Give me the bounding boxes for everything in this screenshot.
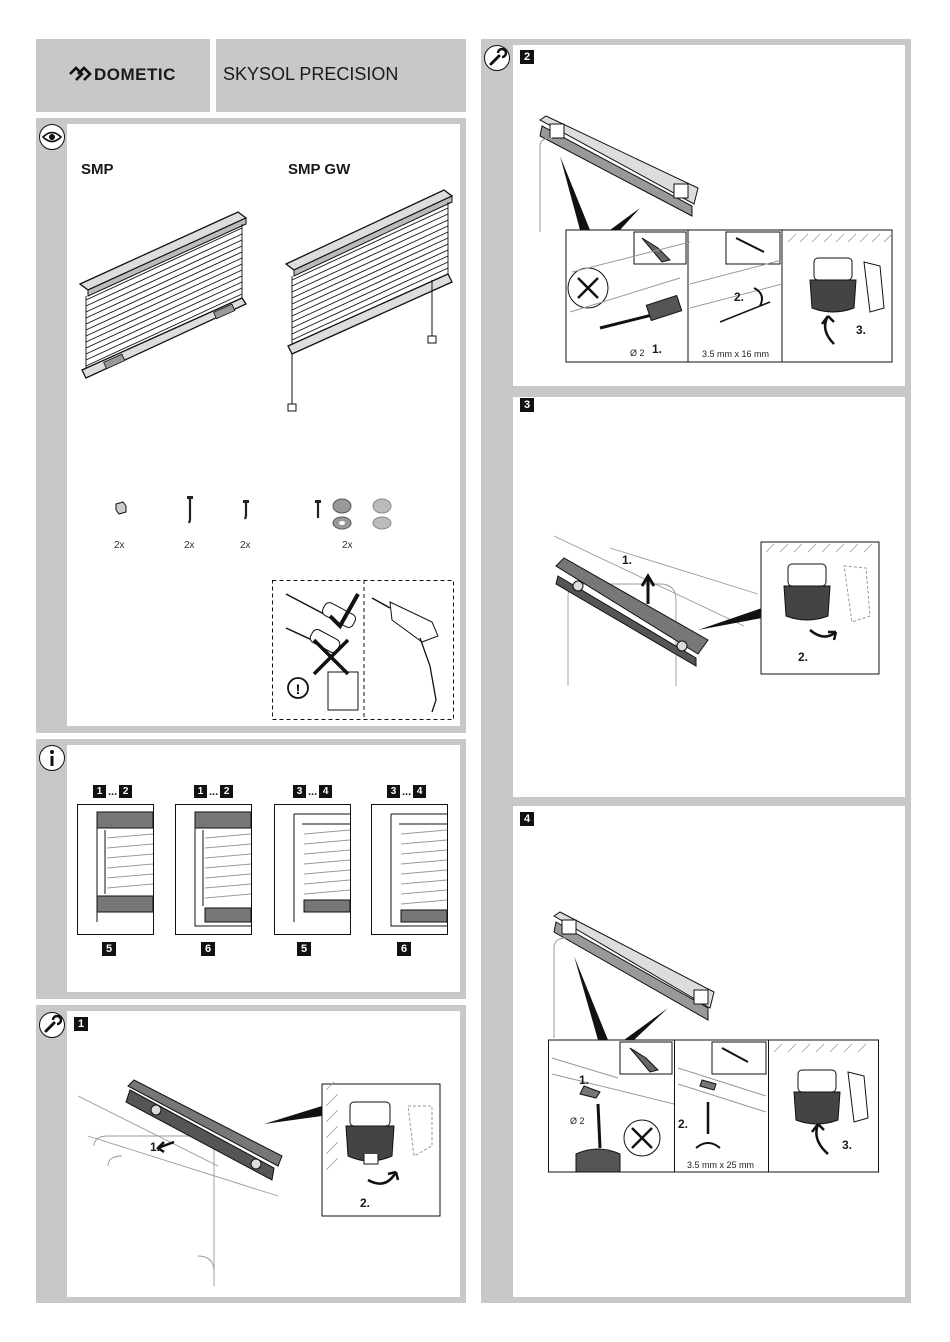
step4-label-3: 3. <box>842 1138 853 1152</box>
info-icon <box>39 745 65 771</box>
info-range: 1...2 <box>93 785 133 798</box>
tools-illustration: ! <box>272 580 454 720</box>
header-brand-panel <box>36 39 210 112</box>
brand-name: DOMETIC <box>94 65 176 84</box>
step-number: 4 <box>520 812 534 826</box>
svg-text:!: ! <box>296 681 301 697</box>
step4-drill-size: Ø 2 <box>570 1116 585 1126</box>
model-label-smp: SMP <box>81 161 114 178</box>
eye-icon <box>39 124 65 150</box>
info-range: 3...4 <box>293 785 333 798</box>
smp-blind-illustration <box>78 211 248 379</box>
part-qty: 2x <box>240 540 251 551</box>
model-label-smp-gw: SMP GW <box>288 161 351 178</box>
info-diagrams <box>77 804 448 935</box>
step3-illustration <box>553 535 880 686</box>
step-number: 2 <box>520 50 534 64</box>
step1-label-1: 1. <box>150 1140 161 1154</box>
info-result-step: 6 <box>201 942 215 956</box>
step1-label-2: 2. <box>360 1196 371 1210</box>
dometic-logo-icon <box>69 66 92 81</box>
clip-icon <box>115 501 127 515</box>
part-qty: 2x <box>114 540 125 551</box>
step-number: 3 <box>520 398 534 412</box>
header-title-panel <box>216 39 466 112</box>
info-result-step: 6 <box>397 942 411 956</box>
step4-label-1: 1. <box>579 1073 590 1087</box>
step2-label-2: 2. <box>734 290 745 304</box>
short-screw-icon <box>243 500 249 520</box>
info-result-step: 5 <box>297 942 311 956</box>
smp-gw-blind-illustration <box>284 189 454 412</box>
step2-label-1: 1. <box>652 342 663 356</box>
step-number: 1 <box>74 1017 88 1031</box>
step2-screw-size: 3.5 mm x 16 mm <box>702 349 770 359</box>
info-range: 1...2 <box>194 785 234 798</box>
wrench-icon <box>39 1012 65 1038</box>
screw-and-caps-icon <box>315 498 392 530</box>
part-qty: 2x <box>342 540 353 551</box>
step3-label-1: 1. <box>622 553 633 567</box>
step2-illustration <box>539 115 893 363</box>
step4-illustration <box>548 911 879 1173</box>
step2-drill-size: Ø 2 <box>630 348 645 358</box>
step4-screw-size: 3.5 mm x 25 mm <box>687 1160 755 1170</box>
step3-label-2: 2. <box>798 650 809 664</box>
long-screw-icon <box>187 496 193 524</box>
product-title: SKYSOL PRECISION <box>223 64 399 84</box>
step2-label-3: 3. <box>856 323 867 337</box>
info-range: 3...4 <box>387 785 427 798</box>
wrench-icon <box>484 45 510 71</box>
step1-rail-illustration <box>77 1079 441 1286</box>
info-result-step: 5 <box>102 942 116 956</box>
part-qty: 2x <box>184 540 195 551</box>
step4-label-2: 2. <box>678 1117 689 1131</box>
